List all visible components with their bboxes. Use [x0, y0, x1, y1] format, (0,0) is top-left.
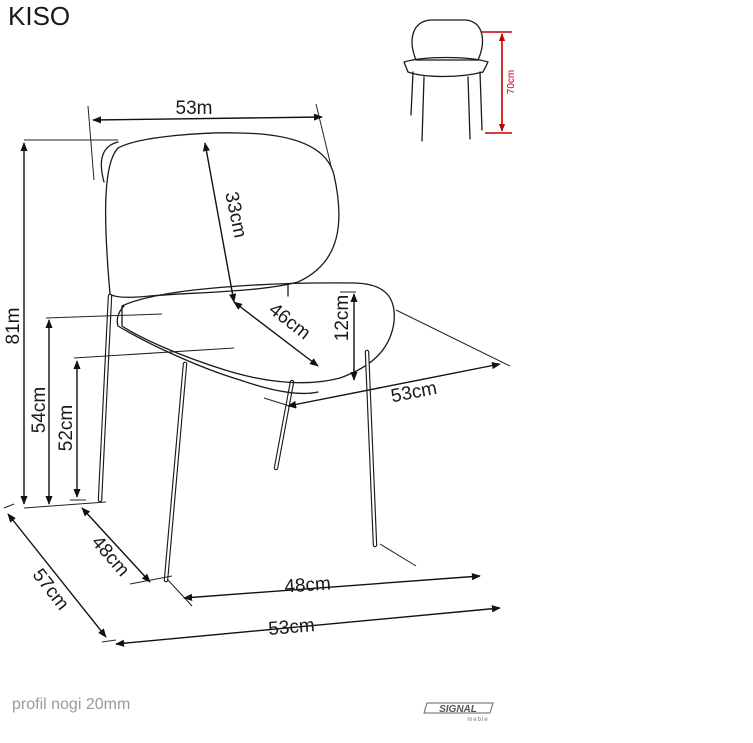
total-depth-label: 57cm — [28, 565, 73, 615]
seat-height-label: 54cm — [29, 387, 50, 433]
legs-width-label: 48cm — [284, 573, 332, 597]
seat-thickness-label: 12cm — [332, 295, 353, 341]
extension-lines — [3, 103, 511, 643]
signal-logo: SIGNAL meble — [423, 702, 494, 723]
dimension-lines — [7, 113, 501, 647]
total-height-label: 81m — [3, 308, 24, 345]
thumbnail-chair — [403, 19, 512, 142]
seat-height-front-label: 52cm — [56, 405, 77, 451]
brand-sub: meble — [467, 717, 488, 723]
seat-width-label: 53cm — [389, 378, 439, 407]
product-title: KISO — [8, 1, 70, 31]
brand-name: SIGNAL — [439, 704, 477, 715]
leg-profile-note: profil nogi 20mm — [12, 696, 130, 713]
main-chair — [97, 132, 395, 583]
seat-depth-label: 46cm — [265, 299, 315, 344]
thumbnail-height-label: 70cm — [506, 70, 517, 94]
backrest-height-label: 33cm — [220, 190, 250, 240]
backrest-width-label: 53m — [176, 98, 213, 119]
total-width-label: 53cm — [267, 615, 315, 640]
